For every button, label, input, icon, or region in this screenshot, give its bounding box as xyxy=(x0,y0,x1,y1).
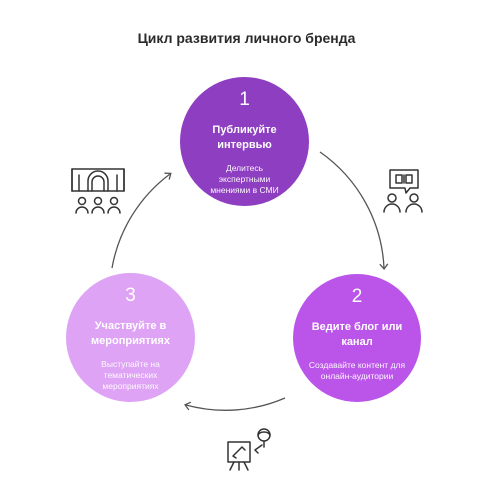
step-1-description: Делитесь экспертными мнениями в СМИ xyxy=(210,163,279,195)
step-2-number: 2 xyxy=(351,286,363,307)
step-3-heading: Участвуйте в мероприятиях xyxy=(91,320,170,347)
diagram-title: Цикл развития личного бренда xyxy=(137,30,356,46)
step-3-number: 3 xyxy=(125,285,136,306)
step-3-description: Выступайте на тематических мероприятиях xyxy=(101,359,160,391)
step-1-heading: Публикуйте интервью xyxy=(212,124,277,151)
step-3-circle: 3 Участвуйте в мероприятиях Выступайте н… xyxy=(66,273,195,402)
step-2-description: Создавайте контент для онлайн-аудитории xyxy=(308,360,406,381)
arrow-1-to-2 xyxy=(319,151,389,271)
step-1-number: 1 xyxy=(239,89,250,110)
step-2-heading: Ведите блог или канал xyxy=(311,321,403,348)
presenter-easel-icon xyxy=(227,428,271,471)
arrow-2-to-3 xyxy=(184,397,286,411)
step-2-circle: 2 Ведите блог или канал Создавайте конте… xyxy=(293,274,421,402)
conference-hall-icon xyxy=(71,168,125,214)
arrow-3-to-1 xyxy=(111,172,172,269)
step-1-circle: 1 Публикуйте интервью Делитесь экспертны… xyxy=(180,77,309,206)
audience-interview-icon xyxy=(383,169,423,213)
